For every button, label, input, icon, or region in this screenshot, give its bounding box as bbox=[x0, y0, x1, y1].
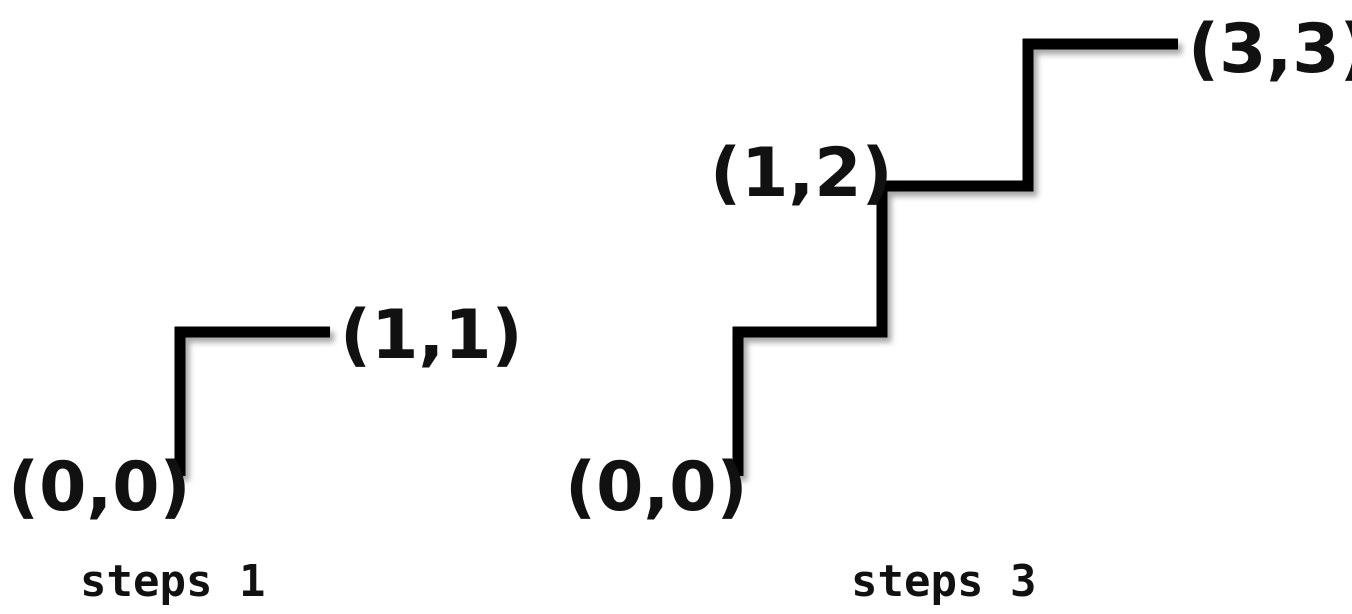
caption-steps-1: steps 1 bbox=[80, 556, 265, 607]
point-label-mid: (1,2) bbox=[710, 134, 893, 213]
point-label-end: (1,1) bbox=[340, 296, 523, 375]
caption-steps-3: steps 3 bbox=[851, 556, 1036, 607]
staircase-path-steps-1 bbox=[174, 326, 330, 476]
point-label-start: (0,0) bbox=[8, 448, 191, 527]
diagram-steps-3: (0,0) (1,2) (3,3) steps 3 bbox=[565, 10, 1352, 607]
staircase-path-steps-3 bbox=[732, 38, 1178, 476]
point-label-start: (0,0) bbox=[565, 448, 748, 527]
point-label-end: (3,3) bbox=[1188, 10, 1352, 89]
diagram-steps-1: (0,0) (1,1) steps 1 bbox=[8, 296, 523, 607]
